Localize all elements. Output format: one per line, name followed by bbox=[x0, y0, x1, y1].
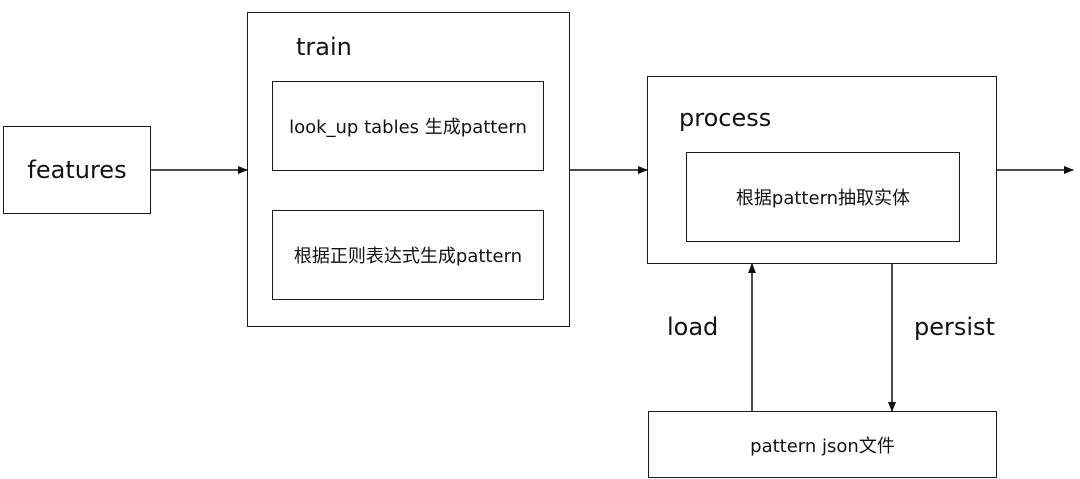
features-label: features bbox=[27, 156, 127, 184]
train-step-regex: 根据正则表达式生成pattern bbox=[272, 210, 544, 300]
storage-box: pattern json文件 bbox=[648, 411, 997, 478]
edge-load-label: load bbox=[667, 313, 719, 341]
train-box: train look_up tables 生成pattern 根据正则表达式生成… bbox=[247, 12, 570, 327]
train-title: train bbox=[296, 33, 352, 61]
process-step-extract-label: 根据pattern抽取实体 bbox=[735, 188, 911, 209]
process-box: process 根据pattern抽取实体 bbox=[647, 76, 997, 264]
features-box: features bbox=[3, 126, 151, 214]
process-title: process bbox=[679, 104, 772, 132]
train-step-lookup-tables: look_up tables 生成pattern bbox=[272, 81, 544, 171]
train-step-regex-label: 根据正则表达式生成pattern bbox=[293, 246, 523, 267]
process-step-extract: 根据pattern抽取实体 bbox=[686, 152, 960, 242]
edge-persist-label: persist bbox=[914, 313, 995, 341]
train-step-lookup-tables-label: look_up tables 生成pattern bbox=[289, 117, 527, 138]
storage-label: pattern json文件 bbox=[750, 435, 895, 457]
